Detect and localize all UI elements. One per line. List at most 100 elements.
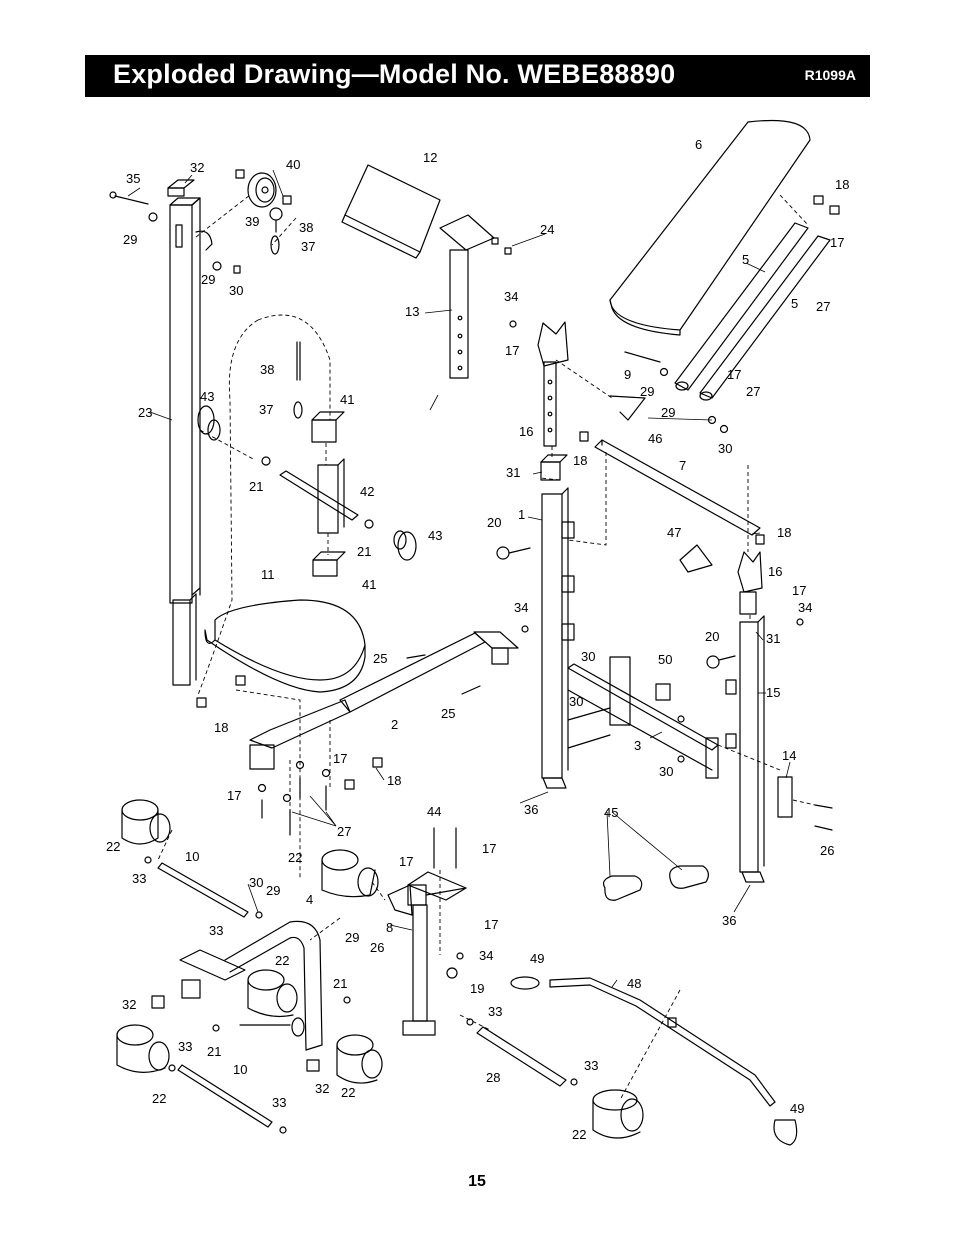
callout-4: 4 (306, 892, 313, 907)
callout-7: 7 (679, 458, 686, 473)
callout-29: 29 (123, 232, 137, 247)
callout-30d: 30 (569, 694, 583, 709)
callout-3: 3 (634, 738, 641, 753)
callout-5: 5 (742, 252, 749, 267)
part-clip-37 (293, 401, 303, 419)
callout-16: 16 (519, 424, 533, 439)
callout-43b: 43 (428, 528, 442, 543)
page-title: Exploded Drawing—Model No. WEBE88890 (113, 59, 676, 89)
callout-20b: 20 (705, 629, 719, 644)
callout-11: 11 (261, 567, 275, 582)
callout-24: 24 (540, 222, 554, 237)
callout-38: 38 (299, 220, 313, 235)
callout-20: 20 (487, 515, 501, 530)
callout-29c: 29 (640, 384, 654, 399)
callout-27: 27 (816, 299, 830, 314)
part-washer-29a (148, 212, 158, 222)
part-bolt-9 (624, 351, 661, 363)
callout-31: 31 (506, 465, 520, 480)
callout-38b: 38 (260, 362, 274, 377)
callout-21b: 21 (357, 544, 371, 559)
callout-29e: 29 (266, 883, 280, 898)
callout-26b: 26 (370, 940, 384, 955)
callout-40: 40 (286, 157, 300, 172)
part-rod-28 (476, 1026, 567, 1087)
part-roller-22b (321, 849, 379, 898)
callout-17f: 17 (227, 788, 241, 803)
callout-36: 36 (524, 802, 538, 817)
callout-30e: 30 (659, 764, 673, 779)
callout-17d: 17 (792, 583, 806, 598)
callout-41: 41 (340, 392, 354, 407)
callout-46: 46 (648, 431, 662, 446)
part-sleeve-42 (317, 464, 339, 534)
callout-32c: 32 (315, 1081, 329, 1096)
part-roller-22a (121, 799, 171, 845)
callout-6: 6 (695, 137, 702, 152)
callout-37b: 37 (259, 402, 273, 417)
callout-34b: 34 (514, 600, 528, 615)
part-pins-27 (257, 760, 331, 836)
part-knob-19 (446, 967, 458, 979)
part-sleeve-16a (537, 321, 569, 447)
callout-47: 47 (667, 525, 681, 540)
callout-49: 49 (530, 951, 544, 966)
callout-22c: 22 (275, 953, 289, 968)
callout-44: 44 (427, 804, 441, 819)
part-collars-45 (602, 865, 709, 901)
part-roller-22e (336, 1034, 383, 1084)
part-curlbar-48 (549, 977, 776, 1107)
callout-34c: 34 (798, 600, 812, 615)
callout-15: 15 (766, 685, 780, 700)
part-cap-32 (167, 179, 195, 189)
part-upright-1 (540, 454, 631, 779)
callout-30f: 30 (249, 875, 263, 890)
part-frame-2 (249, 631, 519, 770)
part-cap-18a (196, 697, 207, 708)
callout-21d: 21 (207, 1044, 221, 1059)
callout-8: 8 (386, 920, 393, 935)
callout-22: 22 (106, 839, 120, 854)
part-roller-22c (247, 969, 298, 1018)
callout-labels: 35 32 40 12 6 18 29 39 38 37 24 17 5 5 2… (106, 137, 849, 1142)
callout-33e: 33 (584, 1058, 598, 1073)
callout-34d: 34 (479, 948, 493, 963)
callout-30: 30 (229, 283, 243, 298)
part-upright-8 (387, 871, 467, 1036)
callout-17c: 17 (727, 367, 741, 382)
callout-13: 13 (405, 304, 419, 319)
callout-14: 14 (782, 748, 796, 763)
callout-34: 34 (504, 289, 518, 304)
part-pad-12 (341, 164, 441, 259)
part-rod-10a (157, 862, 249, 918)
part-cap-41a (311, 411, 345, 421)
part-washer-29b (212, 261, 222, 271)
part-plate-14 (777, 776, 793, 818)
part-grip-49b (773, 1119, 798, 1146)
callout-18e: 18 (387, 773, 401, 788)
callout-29d: 29 (661, 405, 675, 420)
callout-33f: 33 (272, 1095, 286, 1110)
part-cap-32b (151, 995, 165, 1009)
callout-19: 19 (470, 981, 484, 996)
part-50 (655, 683, 671, 701)
callout-18: 18 (835, 177, 849, 192)
callout-18d: 18 (214, 720, 228, 735)
callout-5b: 5 (791, 296, 798, 311)
callout-16b: 16 (768, 564, 782, 579)
callout-22b: 22 (288, 850, 302, 865)
callout-48: 48 (627, 976, 641, 991)
callout-21: 21 (249, 479, 263, 494)
callout-41b: 41 (362, 577, 376, 592)
part-base-3 (567, 663, 719, 779)
callout-35: 35 (126, 171, 140, 186)
part-grip-49a (510, 976, 540, 990)
part-roller-22d (116, 1024, 170, 1073)
part-post-13 (439, 214, 512, 379)
part-cap-41b (312, 551, 346, 561)
part-rails-5 (674, 195, 840, 401)
part-roller-22f (592, 1089, 644, 1139)
part-upright-23 (169, 197, 213, 686)
callout-37: 37 (301, 239, 315, 254)
